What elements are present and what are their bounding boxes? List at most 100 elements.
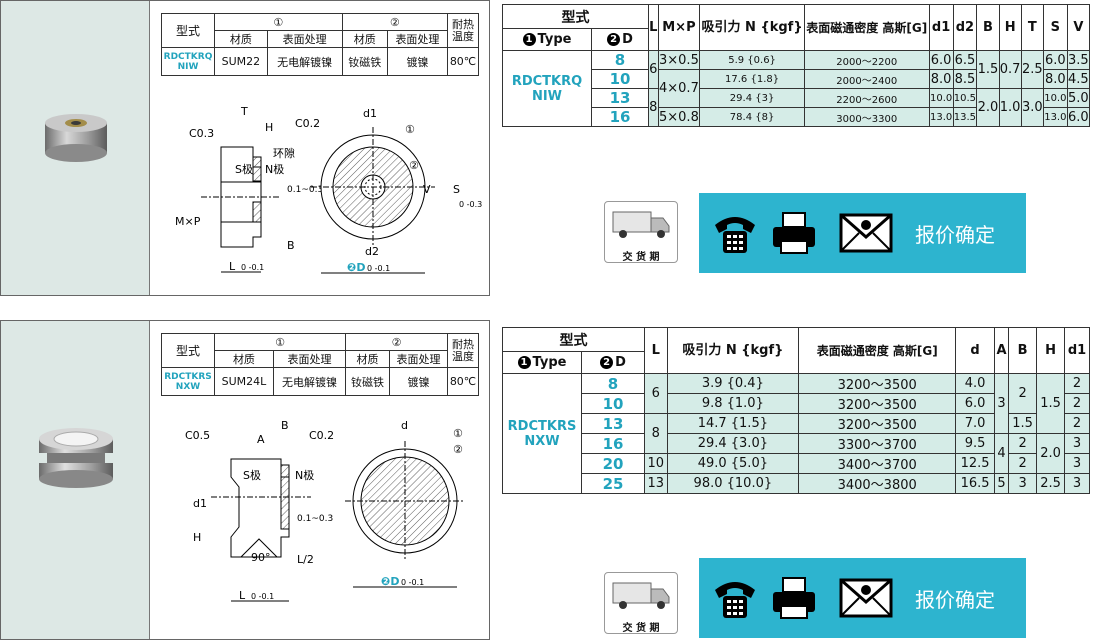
col-header: H (998, 4, 1022, 51)
fax-icon[interactable] (771, 576, 817, 620)
cell: 3 (1064, 473, 1090, 494)
cell: 3400～3800 (798, 473, 957, 494)
cell: 2 (1064, 413, 1090, 434)
spec-group-1: ① (213, 333, 347, 351)
d-value-cell[interactable]: 8 (591, 50, 649, 70)
spec-value: 钕磁铁 (341, 47, 388, 76)
product-2-dimension-drawing: B A C0.5 C0.2 S极 N极 d1 0.1~0.3 H 90° L/2… (185, 419, 465, 602)
col-header: L (648, 4, 659, 51)
mail-icon[interactable] (839, 578, 893, 618)
cell: 4.0 (955, 373, 995, 394)
cell: 4.5 (1066, 69, 1091, 89)
col-header: 吸引力 N {kgf} (666, 327, 800, 374)
delivery-time-button[interactable]: 交 货 期 (604, 201, 678, 263)
delivery-label: 交 货 期 (622, 252, 660, 263)
label-l-tol: 0 -0.1 (251, 592, 274, 601)
cell: 16.5 (955, 473, 995, 494)
d-value-cell[interactable]: 20 (581, 453, 645, 474)
cell: 6.0 (1042, 50, 1068, 70)
label-s-pole: S极 (243, 468, 261, 482)
phone-icon[interactable] (711, 211, 759, 255)
cell: 5.0 (1066, 88, 1091, 108)
cell: 6 (644, 373, 668, 414)
col-header: A (993, 327, 1010, 374)
product-1-photo (45, 114, 107, 162)
d-value-cell[interactable]: 10 (581, 393, 645, 414)
cell: 17.6 {1.8} (699, 69, 805, 89)
spec-group-2: ② (341, 13, 449, 31)
col-header: T (1020, 4, 1044, 51)
contact-action-bar: 报价确定 (699, 193, 1026, 273)
quote-confirm-button[interactable]: 报价确定 (915, 588, 995, 612)
cell: 10.0 (928, 88, 954, 108)
table-model-header: 型式 (502, 4, 649, 29)
cell: 10 (644, 453, 668, 474)
cell: 3×0.5 (657, 50, 701, 70)
label-l-half: L/2 (297, 553, 314, 566)
spec-model-label: 型式 (161, 13, 215, 48)
label-s-tol: 0 -0.3 (459, 200, 482, 209)
cell: 3400～3700 (798, 453, 957, 474)
d-value-cell[interactable]: 13 (581, 413, 645, 434)
cell: 3200～3500 (798, 373, 957, 394)
product-2-spec-table: 型式 ① ② 耐热温度 材质 表面处理 材质 表面处理 RDCTKRS NXW … (161, 333, 479, 396)
spec-heat-label: 耐热温度 (447, 333, 479, 368)
spec-treatment-1: 表面处理 (272, 350, 347, 368)
product-1-photo-area (1, 1, 150, 295)
cell: 8 (644, 413, 668, 454)
spec-heat-label: 耐热温度 (447, 13, 479, 48)
col-header: d1 (1064, 327, 1090, 374)
col-header: S (1042, 4, 1068, 51)
d-value-cell[interactable]: 10 (591, 69, 649, 89)
cell: 3 (1008, 473, 1038, 494)
col-header: V (1066, 4, 1091, 51)
spec-treatment-2: 表面处理 (388, 350, 449, 368)
cell: 9.5 (955, 433, 995, 454)
col-header: L (644, 327, 668, 374)
cell: 2200～2600 (803, 88, 930, 108)
label-d: d (401, 419, 408, 432)
quote-confirm-button[interactable]: 报价确定 (915, 223, 995, 247)
d-value-cell[interactable]: 25 (581, 473, 645, 494)
label-d: ❷D (347, 261, 365, 274)
label-gap: 环隙 (273, 146, 295, 160)
truck-icon (612, 211, 670, 238)
d-value-cell[interactable]: 13 (591, 88, 649, 108)
label-c02: C0.2 (295, 117, 320, 130)
cell: 2 (1008, 453, 1038, 474)
cell: 8.0 (1042, 69, 1068, 89)
fax-icon[interactable] (771, 211, 817, 255)
col-header: 表面磁通密度 高斯[G] (803, 4, 930, 51)
cell: 8.5 (952, 69, 978, 89)
label-n-pole: N极 (295, 468, 314, 482)
d-value-cell[interactable]: 16 (581, 433, 645, 454)
label-angle: 90° (251, 551, 271, 564)
spec-material-1: 材质 (214, 350, 274, 368)
col-header: 吸引力 N {kgf} (699, 4, 805, 51)
spec-value: 镀镍 (386, 47, 449, 76)
cell: 8.0 (928, 69, 954, 89)
d-value-cell[interactable]: 16 (591, 107, 649, 127)
label-a: A (257, 433, 265, 446)
spec-value: 钕磁铁 (345, 367, 390, 396)
spec-treatment-2: 表面处理 (386, 30, 449, 48)
col-header: d2 (952, 4, 978, 51)
cell: 13.5 (952, 107, 978, 127)
cell: 2.0 (1036, 433, 1065, 474)
phone-icon[interactable] (711, 576, 759, 620)
cell: 10.5 (952, 88, 978, 108)
label-d-tol: 0 -0.1 (367, 264, 390, 273)
d-value-cell[interactable]: 8 (581, 373, 645, 394)
contact-action-bar: 报价确定 (699, 558, 1026, 638)
label-dd: ❷D (381, 575, 399, 588)
type-code-cell: RDCTKRQ NIW (502, 50, 592, 127)
cell: 6.0 (928, 50, 954, 70)
delivery-time-button[interactable]: 交 货 期 (604, 572, 678, 634)
mail-icon[interactable] (839, 213, 893, 253)
label-tolerance: 0.1~0.3 (287, 185, 323, 195)
col-header: H (1036, 327, 1065, 374)
spec-material-2: 材质 (341, 30, 388, 48)
